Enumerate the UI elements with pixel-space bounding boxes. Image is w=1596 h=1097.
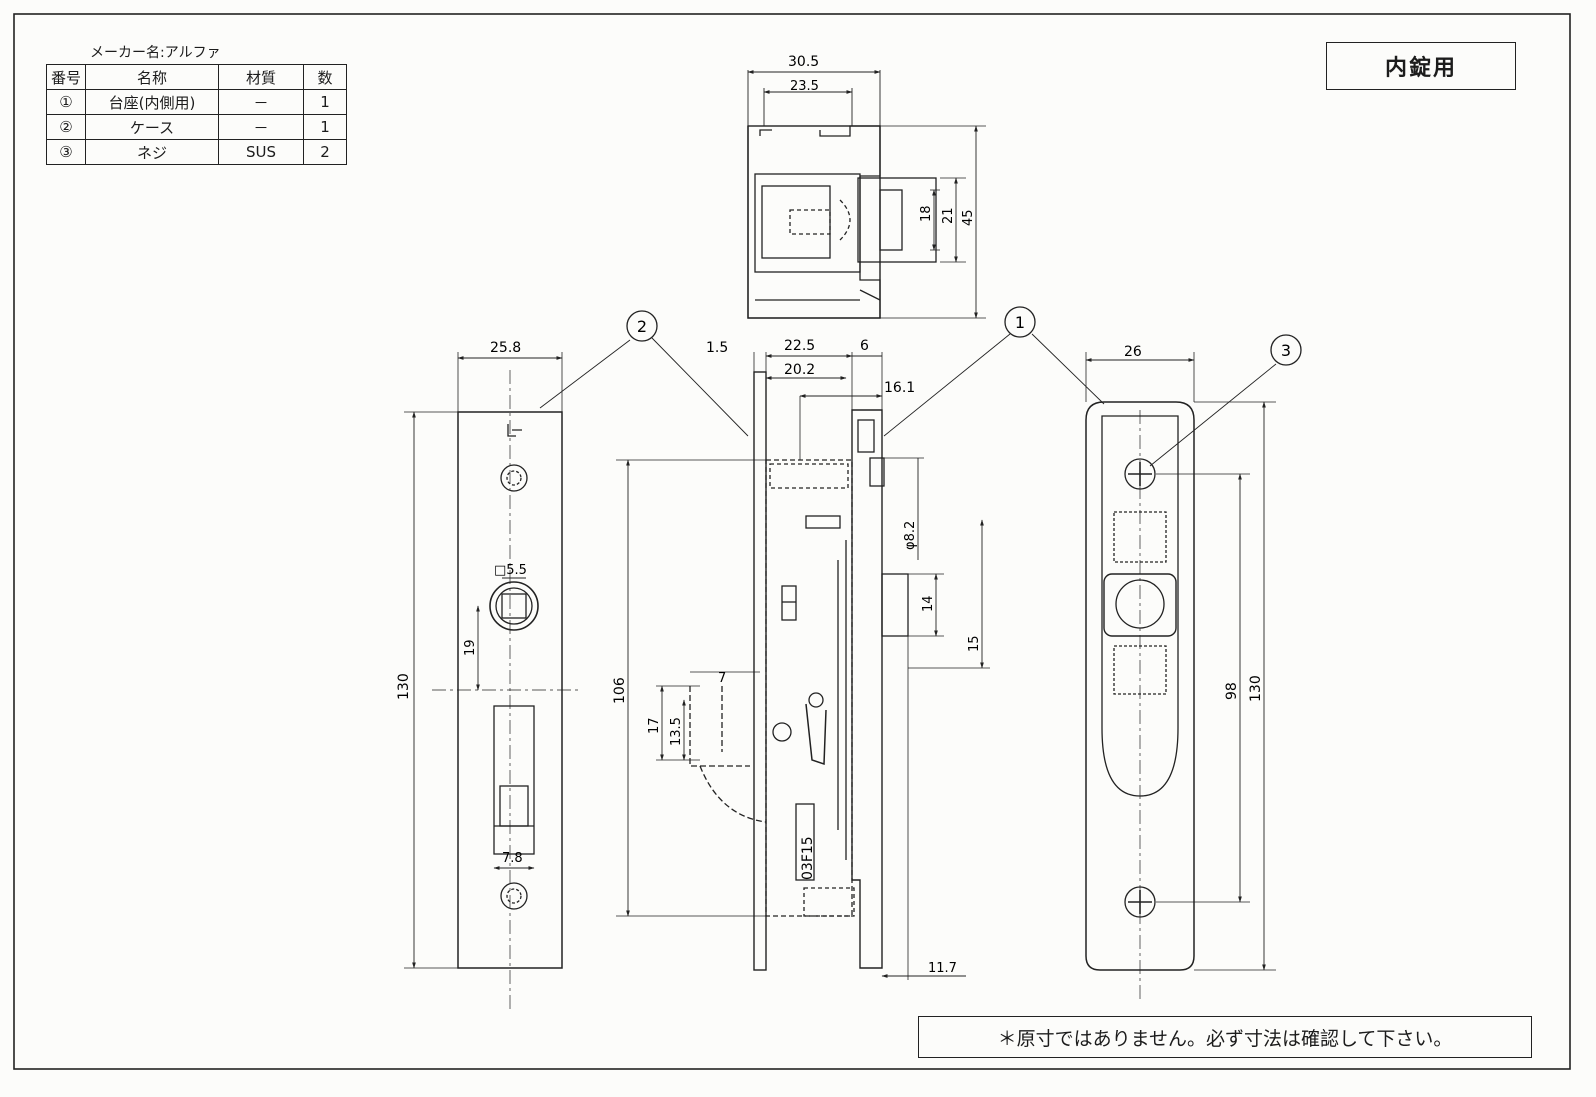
- scale-note: ＊原寸ではありません。必ず寸法は確認して下さい。: [918, 1016, 1532, 1058]
- header-number: 番号: [46, 64, 86, 90]
- cell-material: －: [218, 114, 304, 140]
- svg-text:2: 2: [637, 317, 647, 336]
- dim-top-21: 21: [941, 207, 956, 224]
- side-stamp: 03F15: [800, 836, 816, 880]
- right-front-view: [1085, 352, 1277, 1000]
- header-quantity: 数: [303, 64, 347, 90]
- dim-side-15: 15: [967, 635, 982, 652]
- dim-left-19: 19: [463, 639, 478, 656]
- cell-quantity: 2: [303, 139, 347, 165]
- dim-right-130: 130: [1248, 675, 1264, 702]
- drawing-title: 内錠用: [1326, 42, 1516, 90]
- dim-side-106: 106: [612, 677, 628, 704]
- svg-text:3: 3: [1281, 341, 1291, 360]
- parts-table: 番号 名称 材質 数 ① 台座(内側用) － 1 ② ケース － 1 ③ ネジ …: [46, 64, 347, 165]
- dim-right-98: 98: [1224, 682, 1240, 700]
- dim-left-7-8: 7.8: [502, 851, 523, 866]
- table-row: ① 台座(内側用) － 1: [46, 89, 347, 115]
- dim-side-11-7: 11.7: [928, 961, 957, 976]
- cell-name: 台座(内側用): [85, 89, 219, 115]
- dim-side-20-2: 20.2: [784, 362, 815, 378]
- dim-top-18: 18: [919, 205, 934, 222]
- cell-quantity: 1: [303, 114, 347, 140]
- cell-quantity: 1: [303, 89, 347, 115]
- cell-material: SUS: [218, 139, 304, 165]
- cell-number: ①: [46, 89, 86, 115]
- table-row: ② ケース － 1: [46, 114, 347, 140]
- cell-name: ネジ: [85, 139, 219, 165]
- dim-right-26: 26: [1124, 344, 1142, 360]
- cell-name: ケース: [85, 114, 219, 140]
- maker-label: メーカー名:アルファ: [90, 45, 221, 61]
- sheet-frame: [13, 13, 1571, 1070]
- cell-material: －: [218, 89, 304, 115]
- dim-side-22-5: 22.5: [784, 338, 815, 354]
- svg-text:1: 1: [1015, 313, 1025, 332]
- dim-side-14: 14: [921, 595, 936, 612]
- header-name: 名称: [85, 64, 219, 90]
- cell-number: ③: [46, 139, 86, 165]
- dim-top-30-5: 30.5: [788, 54, 819, 70]
- dim-left-25-8: 25.8: [490, 340, 521, 356]
- cell-number: ②: [46, 114, 86, 140]
- dim-top-45: 45: [961, 209, 976, 226]
- side-section-view: [616, 333, 1011, 980]
- dim-side-1-5: 1.5: [706, 340, 728, 356]
- dim-side-16: 16.1: [884, 380, 915, 396]
- callout-3: 3: [1270, 334, 1302, 366]
- dim-side-phi: φ8.2: [903, 521, 918, 550]
- table-row: ③ ネジ SUS 2: [46, 139, 347, 165]
- dim-top-23-5: 23.5: [790, 79, 819, 94]
- dim-side-7: 7: [718, 671, 726, 686]
- callout-2: 2: [626, 310, 658, 342]
- dim-side-17: 17: [647, 717, 662, 734]
- parts-table-header: 番号 名称 材質 数: [46, 64, 347, 90]
- dim-left-130: 130: [396, 673, 412, 700]
- dim-side-13-5: 13.5: [669, 717, 684, 746]
- dim-side-6: 6: [860, 338, 869, 354]
- dim-left-square: □5.5: [494, 563, 527, 578]
- left-front-view: [404, 339, 631, 1012]
- header-material: 材質: [218, 64, 304, 90]
- top-section-view: [747, 70, 986, 319]
- callout-1: 1: [1004, 306, 1036, 338]
